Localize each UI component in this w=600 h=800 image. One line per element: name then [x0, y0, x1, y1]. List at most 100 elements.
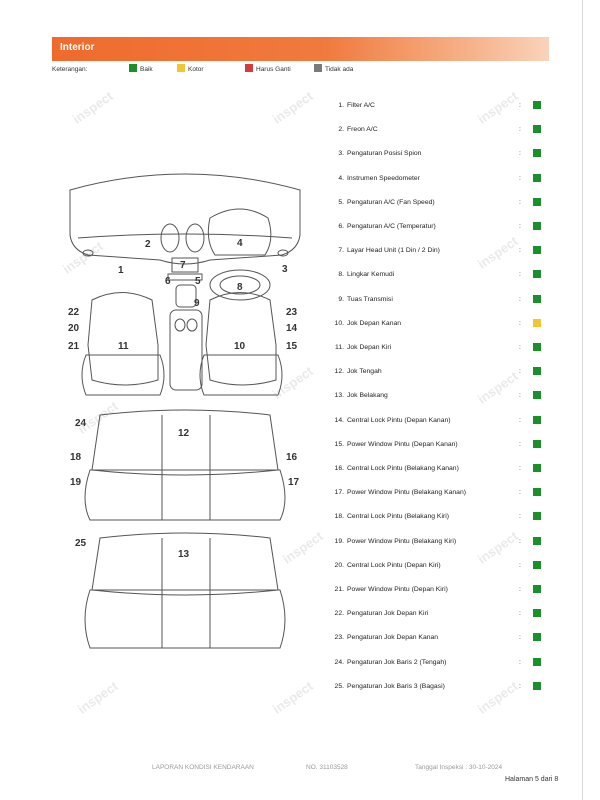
- item-number: 8.: [338, 271, 344, 279]
- diagram-label-5: 5: [195, 276, 201, 287]
- item-number: 15.: [334, 440, 344, 448]
- item-separator: :: [519, 368, 521, 376]
- front-right-seat: [205, 292, 277, 386]
- watermark: inspect: [269, 678, 316, 717]
- car-interior-diagram: 1 2 3 4 5 6 7 8 9 10 11 12 13 14 15 16 1…: [68, 173, 301, 649]
- item-label: Instrumen Speedometer: [347, 174, 420, 182]
- front-right-seat-cushion: [199, 354, 283, 396]
- vent-left: [160, 223, 180, 253]
- diagram-label-15: 15: [286, 341, 298, 352]
- vent-right: [185, 223, 205, 253]
- checklist-item: 14.Central Lock Pintu (Depan Kanan):: [330, 413, 545, 429]
- diagram-label-8: 8: [237, 282, 243, 293]
- status-indicator: [533, 439, 541, 448]
- checklist-item: 13.Jok Belakang:: [330, 388, 545, 404]
- item-label: Power Window Pintu (Depan Kanan): [347, 440, 458, 448]
- item-separator: :: [519, 126, 521, 134]
- center-console: [169, 309, 203, 391]
- item-number: 14.: [334, 416, 344, 424]
- item-label: Filter A/C: [347, 102, 375, 109]
- item-number: 3.: [338, 150, 344, 158]
- diagram-label-14: 14: [286, 323, 298, 334]
- item-label: Jok Belakang: [347, 392, 388, 400]
- diagram-label-21: 21: [68, 341, 80, 352]
- status-indicator: [533, 536, 541, 545]
- item-separator: :: [519, 174, 521, 182]
- item-number: 1.: [338, 102, 344, 109]
- legend-label: Tidak ada: [325, 66, 354, 73]
- watermark: inspect: [69, 88, 116, 127]
- item-label: Pengaturan Jok Baris 3 (Bagasi): [347, 682, 445, 690]
- checklist-item: 1.Filter A/C:: [330, 98, 545, 114]
- side-vent-left: [82, 249, 94, 257]
- item-separator: :: [519, 513, 521, 521]
- diagram-label-10: 10: [234, 341, 246, 352]
- diagram-label-11: 11: [118, 341, 129, 352]
- status-indicator: [533, 633, 541, 642]
- checklist-item: 25.Pengaturan Jok Baris 3 (Bagasi):: [330, 679, 545, 695]
- cup-holder-right: [186, 318, 198, 332]
- cup-holder-left: [174, 318, 186, 332]
- legend-label: Kotor: [188, 66, 204, 73]
- status-indicator: [533, 464, 541, 472]
- item-separator: :: [519, 586, 521, 593]
- item-number: 5.: [338, 198, 344, 206]
- item-number: 13.: [334, 392, 344, 400]
- item-label: Power Window Pintu (Depan Kiri): [347, 586, 448, 593]
- item-number: 16.: [334, 465, 344, 472]
- diagram-label-9: 9: [194, 298, 200, 309]
- steering-hub: [219, 275, 261, 295]
- front-left-seat: [87, 292, 159, 386]
- item-separator: :: [519, 295, 521, 303]
- item-separator: :: [519, 392, 521, 400]
- checklist-item: 22.Pengaturan Jok Depan Kiri:: [330, 606, 545, 622]
- footer-report-title: LAPORAN KONDISI KENDARAAN: [152, 764, 254, 771]
- status-indicator: [533, 294, 541, 303]
- status-indicator: [533, 101, 541, 109]
- middle-bench-cushion: [84, 469, 286, 521]
- status-indicator: [533, 415, 541, 424]
- diagram-label-17: 17: [288, 477, 300, 488]
- status-indicator: [533, 681, 541, 690]
- item-number: 9.: [338, 295, 344, 303]
- item-label: Central Lock Pintu (Belakang Kiri): [347, 513, 449, 521]
- item-separator: :: [519, 610, 521, 618]
- diagram-label-7: 7: [180, 260, 186, 271]
- status-indicator: [533, 391, 541, 400]
- checklist-item: 10.Jok Depan Kanan:: [330, 316, 545, 332]
- item-label: Pengaturan Jok Depan Kanan: [347, 634, 439, 642]
- diagram-label-4: 4: [237, 238, 243, 249]
- diagram-label-1: 1: [118, 265, 124, 276]
- checklist-item: 20.Central Lock Pintu (Depan Kiri):: [330, 558, 545, 574]
- item-separator: :: [519, 344, 521, 351]
- item-label: Tuas Transmisi: [347, 295, 393, 303]
- checklist-item: 21.Power Window Pintu (Depan Kiri):: [330, 582, 545, 598]
- item-number: 24.: [334, 658, 344, 666]
- checklist-item: 3.Pengaturan Posisi Spion:: [330, 146, 545, 162]
- head-unit: [171, 257, 199, 273]
- item-label: Central Lock Pintu (Belakang Kanan): [347, 465, 459, 472]
- item-separator: :: [519, 561, 521, 569]
- diagram-label-23: 23: [286, 307, 298, 318]
- steering-wheel: [209, 269, 271, 301]
- checklist-item: 2.Freon A/C:: [330, 122, 545, 138]
- item-separator: :: [519, 465, 521, 472]
- checklist-item: 24.Pengaturan Jok Baris 2 (Tengah):: [330, 655, 545, 671]
- legend-label: Harus Ganti: [256, 66, 291, 73]
- status-indicator: [533, 125, 541, 134]
- diagram-label-16: 16: [286, 452, 298, 463]
- item-label: Central Lock Pintu (Depan Kiri): [347, 561, 441, 569]
- dashboard-line: [77, 233, 293, 239]
- diagram-label-2: 2: [145, 239, 151, 250]
- item-number: 22.: [334, 610, 344, 618]
- checklist-item: 4.Instrumen Speedometer:: [330, 171, 545, 187]
- item-number: 19.: [334, 537, 344, 545]
- item-label: Pengaturan Jok Baris 2 (Tengah): [347, 658, 447, 666]
- checklist-item: 18.Central Lock Pintu (Belakang Kiri):: [330, 509, 545, 525]
- middle-bench-back: [91, 409, 279, 476]
- item-label: Power Window Pintu (Belakang Kanan): [347, 489, 467, 497]
- status-indicator: [533, 270, 541, 279]
- item-number: 23.: [334, 634, 344, 642]
- checklist-item: 19.Power Window Pintu (Belakang Kiri):: [330, 534, 545, 550]
- instrument-cluster: [207, 208, 272, 256]
